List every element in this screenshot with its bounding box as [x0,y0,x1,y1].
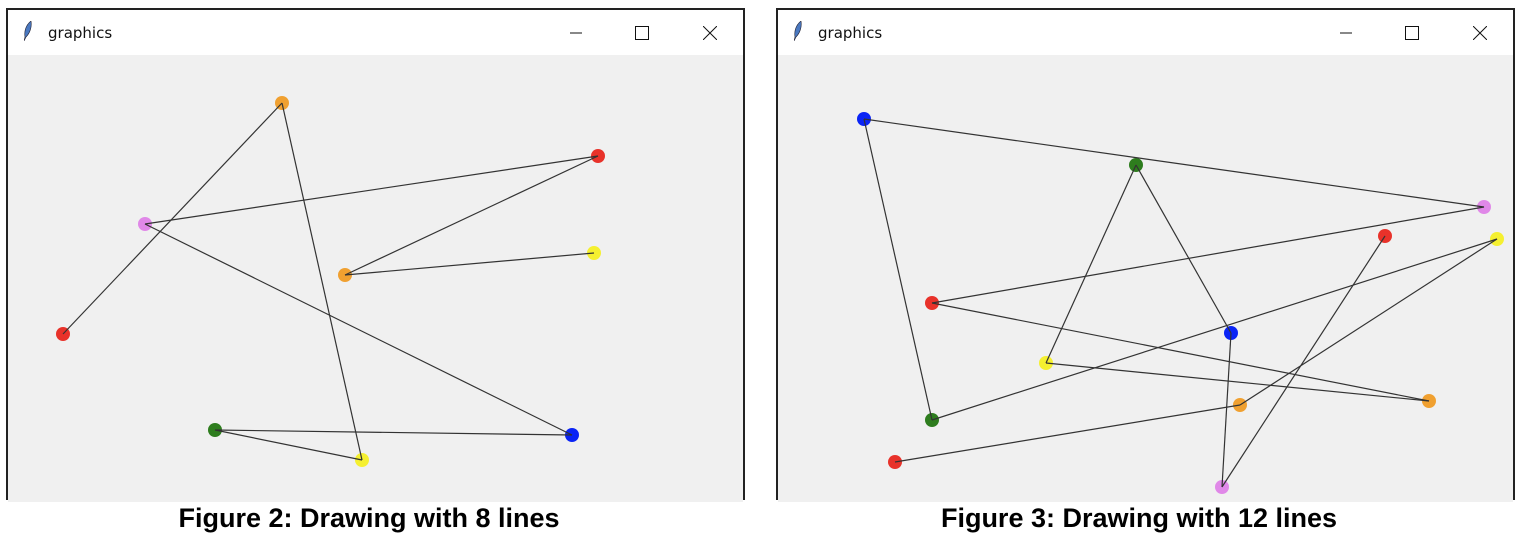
window-title: graphics [818,24,883,42]
figure-caption: Figure 2: Drawing with 8 lines [178,503,560,533]
drawing-canvas [8,55,743,502]
line-segment [863,118,1485,208]
minimize-icon [1340,32,1352,34]
line-segment [214,429,573,436]
line-segment [894,404,1241,463]
line-segment [1239,238,1498,406]
line-segment [931,238,1498,421]
feather-icon [794,21,802,41]
line-segment [1135,164,1232,334]
feather-icon [24,21,32,41]
line-segment [144,155,599,225]
drawing-canvas [778,55,1513,502]
line-segment [1045,164,1137,364]
minimize-button[interactable] [1323,18,1369,48]
maximize-button[interactable] [619,18,665,48]
line-segment [344,252,595,276]
close-button[interactable] [687,18,733,48]
line-segment [62,102,283,335]
line-segment [281,102,363,461]
maximize-button[interactable] [1389,18,1435,48]
line-segment [1045,362,1430,402]
graphics-window: graphics [6,8,745,502]
line-segment [214,429,363,461]
line-segment [931,302,1430,402]
line-segment [344,155,599,276]
window-title: graphics [48,24,113,42]
line-segment [144,223,573,436]
line-segment [1221,235,1386,488]
title-bar[interactable]: graphics [778,10,1513,55]
close-icon [1473,26,1487,40]
minimize-button[interactable] [553,18,599,48]
drawing [56,96,605,467]
drawing [857,112,1504,494]
line-segment [1221,332,1232,488]
close-button[interactable] [1457,18,1503,48]
line-segment [931,206,1485,304]
figure-caption: Figure 3: Drawing with 12 lines [940,503,1338,533]
maximize-icon [1405,26,1419,40]
line-segment [863,118,933,421]
graphics-window: graphics [776,8,1515,502]
maximize-icon [635,26,649,40]
close-icon [703,26,717,40]
minimize-icon [570,32,582,34]
title-bar[interactable]: graphics [8,10,743,55]
